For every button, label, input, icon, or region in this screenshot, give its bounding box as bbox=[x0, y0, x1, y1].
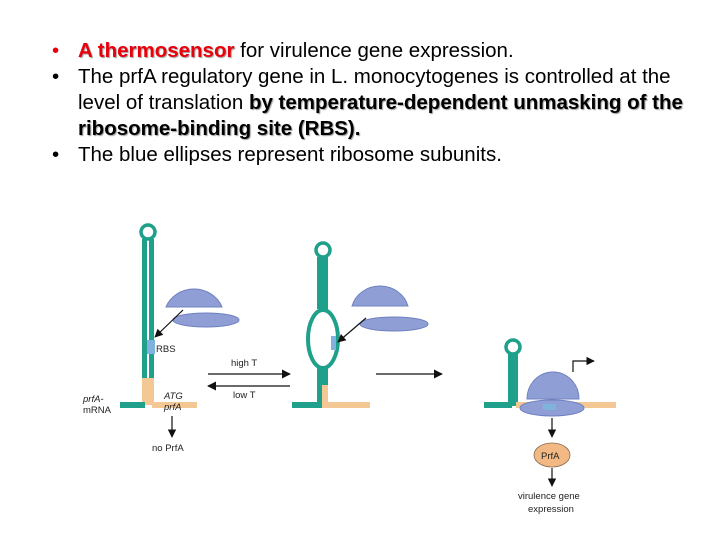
mrna-label-line2: mRNA bbox=[83, 405, 112, 416]
stem-3 bbox=[508, 354, 518, 406]
atg-label: ATG bbox=[163, 391, 183, 402]
bullet-item-1: •A thermosensor for virulence gene expre… bbox=[52, 39, 514, 62]
ribosome-small-subunit-2 bbox=[359, 316, 429, 332]
bullet-3-part-1: The blue ellipses represent ribosome sub… bbox=[78, 143, 502, 166]
prfa-protein bbox=[533, 442, 571, 468]
loop-3 bbox=[504, 338, 522, 356]
high-t-label: high T bbox=[231, 358, 257, 369]
prfa-gene-label: prfA bbox=[163, 402, 181, 413]
rbs-region-3 bbox=[543, 404, 556, 410]
ribosome-large-subunit-2 bbox=[351, 285, 409, 307]
loop-1 bbox=[139, 223, 157, 241]
bullet-1-part-1: A thermosensor bbox=[78, 39, 235, 62]
panel-low-temperature: RBS ATG prfA prfA- mRNA no PrfA bbox=[82, 223, 240, 454]
binding-pointer bbox=[337, 317, 367, 343]
bullet-2-part-1: The prfA regulatory gene in L. monocytog… bbox=[78, 65, 671, 114]
atg-region-1 bbox=[142, 378, 154, 405]
stem-2-base bbox=[322, 385, 328, 408]
bullet-item-2: •The prfA regulatory gene in L. monocyto… bbox=[52, 65, 683, 140]
mrna-tail-2 bbox=[326, 402, 370, 408]
ribosome-large-subunit-3 bbox=[526, 371, 580, 400]
rbs-label: RBS bbox=[156, 344, 176, 355]
no-prfa-label: no PrfA bbox=[152, 443, 184, 454]
virulence-label-line1: virulence gene bbox=[518, 491, 580, 502]
stem-2-upper bbox=[317, 257, 328, 309]
loop-2 bbox=[314, 241, 332, 259]
panel-high-temperature bbox=[292, 241, 429, 408]
mrna-left-3 bbox=[484, 402, 512, 408]
bullet-2-part-2: by temperature-dependent unmasking of th… bbox=[78, 91, 683, 140]
stem-1-left bbox=[142, 239, 147, 405]
rbs-region-2 bbox=[331, 336, 336, 350]
ribosome-large-subunit-1 bbox=[165, 288, 223, 308]
rbs-pointer bbox=[154, 309, 184, 338]
prfa-protein-label: PrfA bbox=[541, 451, 560, 462]
rbs-region-1 bbox=[147, 340, 155, 354]
low-t-label: low T bbox=[233, 390, 256, 401]
ribosome-small-subunit-1 bbox=[172, 312, 240, 328]
bullet-1-part-2: for virulence gene expression. bbox=[234, 39, 514, 62]
mrna-tail-1 bbox=[152, 402, 197, 408]
translation-start-arrow bbox=[572, 356, 595, 372]
mrna-label-line1: prfA- bbox=[82, 394, 104, 405]
mrna-left-1 bbox=[120, 402, 145, 408]
bullet-item-3: •The blue ellipses represent ribosome su… bbox=[52, 143, 502, 166]
mrna-left-2 bbox=[292, 402, 320, 408]
stem-1-right bbox=[149, 239, 154, 405]
temperature-arrows: high T low T bbox=[207, 358, 291, 401]
panel-translation: PrfA virulence gene expression bbox=[484, 338, 616, 515]
virulence-label-line2: expression bbox=[528, 504, 574, 515]
bullet-list: •A thermosensor for virulence gene expre… bbox=[52, 38, 712, 168]
